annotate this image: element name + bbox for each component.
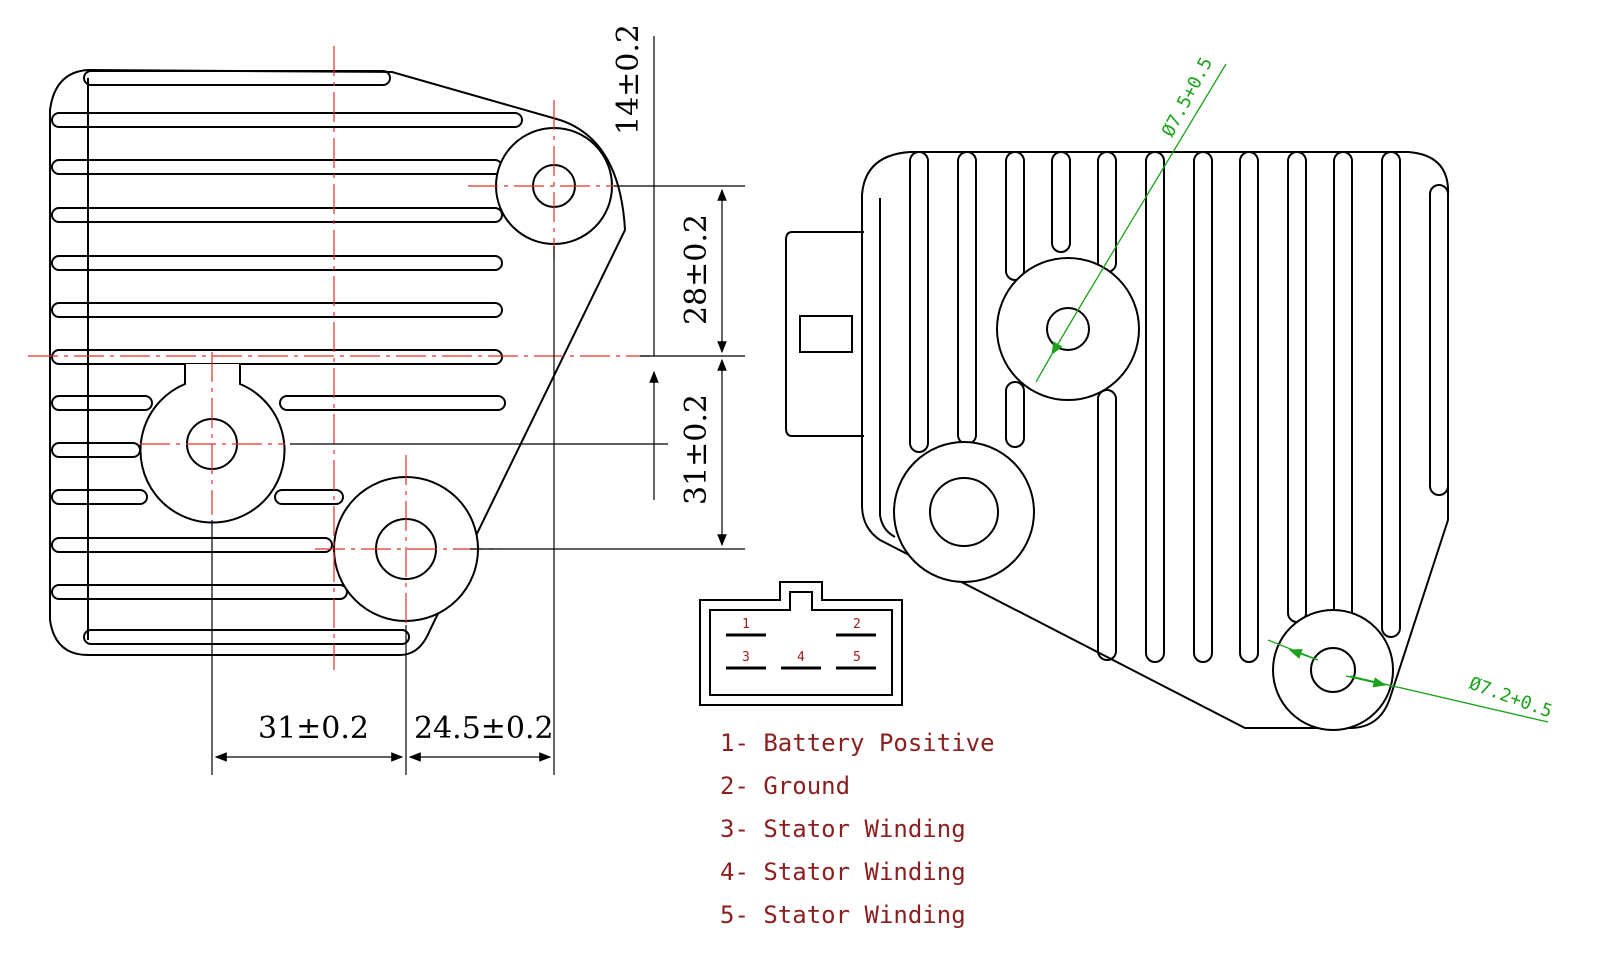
dim-right-horizontal: 24.5±0.2	[414, 711, 554, 746]
pinout-item: 3- Stator Winding	[720, 815, 966, 843]
pinout-item: 5- Stator Winding	[720, 901, 966, 929]
right-fins	[909, 151, 1449, 663]
dim-left-horizontal: 31±0.2	[258, 711, 369, 746]
right-inner-outline	[879, 198, 896, 538]
left-body-outline	[49, 68, 627, 656]
dia-lower-hole: Ø7.2+0.5	[1466, 673, 1555, 722]
connector-pin-1: 1	[742, 617, 750, 632]
connector-pin-2: 2	[853, 617, 861, 632]
connector-pin-bars	[726, 633, 876, 670]
pinout-item: 2- Ground	[720, 772, 851, 800]
left-centerlines	[28, 46, 650, 670]
right-mount-boss-left	[893, 441, 1035, 583]
pinout-item: 4- Stator Winding	[720, 858, 966, 886]
right-view	[785, 151, 1450, 731]
right-connector-latch	[799, 315, 853, 353]
right-mount-boss-lower	[1272, 609, 1394, 731]
right-connector-housing	[785, 231, 864, 437]
dim-lower-vertical: 31±0.2	[679, 394, 714, 505]
connector-face	[699, 581, 903, 706]
dim-top-offset: 14±0.2	[611, 24, 646, 135]
pinout-legend: 1- Battery Positive 2- Ground 3- Stator …	[720, 722, 995, 937]
left-view	[49, 68, 627, 656]
right-mount-boss-upper	[996, 257, 1140, 401]
connector-pin-3: 3	[742, 650, 750, 665]
connector-pin-5: 5	[853, 650, 861, 665]
pinout-item: 1- Battery Positive	[720, 729, 995, 757]
left-dimensions	[211, 36, 745, 775]
dim-upper-vertical: 28±0.2	[679, 214, 714, 325]
connector-pin-4: 4	[797, 650, 805, 665]
diameter-callouts	[1035, 63, 1549, 723]
